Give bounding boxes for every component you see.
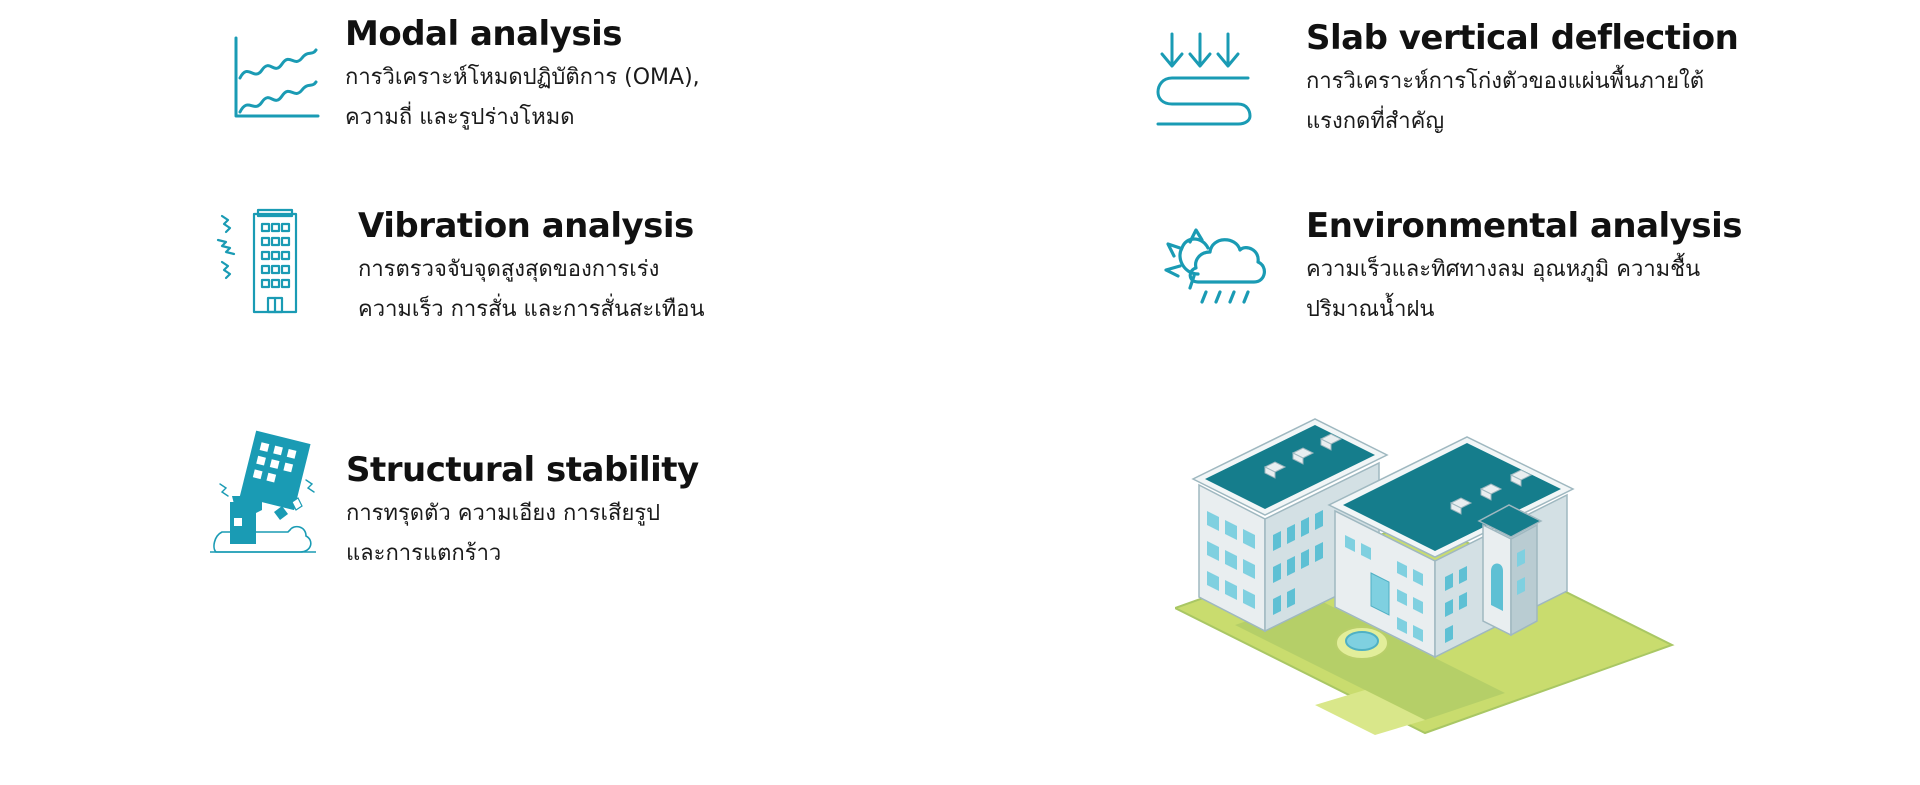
- feature-title: Environmental analysis: [1306, 206, 1743, 246]
- feature-description: การตรวจจับจุดสูงสุดของการเร่ง ความเร็ว ก…: [358, 250, 838, 330]
- description-line: การวิเคราะห์โหมดปฏิบัติการ (OMA),: [345, 65, 700, 90]
- wave-chart-icon: [228, 32, 320, 124]
- feature-title: Structural stability: [346, 450, 699, 490]
- feature-description: การวิเคราะห์โหมดปฏิบัติการ (OMA), ความถี…: [345, 58, 825, 138]
- collapsing-building-icon: [208, 426, 318, 554]
- downward-arrows-slab-icon: [1152, 30, 1256, 128]
- description-line: การวิเคราะห์การโก่งตัวของแผ่นพื้นภายใต้: [1306, 69, 1704, 94]
- feature-description: การวิเคราะห์การโก่งตัวของแผ่นพื้นภายใต้ …: [1306, 62, 1786, 142]
- description-line: ความเร็ว การสั่น และการสั่นสะเทือน: [358, 297, 705, 322]
- description-line: การตรวจจับจุดสูงสุดของการเร่ง: [358, 257, 660, 282]
- feature-title: Vibration analysis: [358, 206, 694, 246]
- feature-title: Slab vertical deflection: [1306, 18, 1739, 58]
- description-line: และการแตกร้าว: [346, 541, 502, 566]
- isometric-office-building: [1172, 375, 1695, 785]
- feature-description: การทรุดตัว ความเอียง การเสียรูป และการแต…: [346, 494, 826, 574]
- sun-cloud-rain-icon: [1150, 208, 1270, 304]
- description-line: แรงกดที่สำคัญ: [1306, 109, 1445, 134]
- description-line: การทรุดตัว ความเอียง การเสียรูป: [346, 501, 661, 526]
- feature-title: Modal analysis: [345, 14, 623, 54]
- description-line: ปริมาณน้ำฝน: [1306, 297, 1435, 322]
- description-line: ความถี่ และรูปร่างโหมด: [345, 105, 575, 130]
- feature-description: ความเร็วและทิศทางลม อุณหภูมิ ความชื้น ปร…: [1306, 250, 1786, 330]
- description-line: ความเร็วและทิศทางลม อุณหภูมิ ความชื้น: [1306, 257, 1701, 282]
- vibrating-building-icon: [216, 206, 316, 314]
